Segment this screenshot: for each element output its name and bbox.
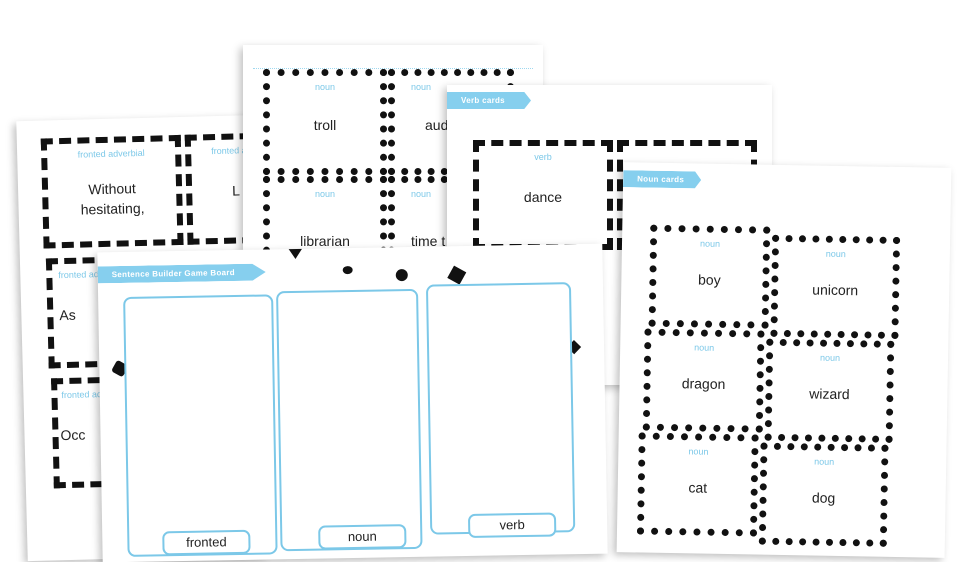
card-word: cat — [688, 479, 708, 496]
card-type: noun — [411, 189, 432, 199]
noun-card: noun unicorn — [770, 234, 901, 339]
card-word: dance — [523, 189, 563, 206]
noun-card: noun wizard — [764, 338, 895, 443]
card-type: fronted adverbial — [77, 147, 145, 160]
slot-label-verb: verb — [467, 512, 557, 538]
card-type: noun — [819, 352, 841, 363]
card-type: noun — [688, 446, 709, 457]
card-type: noun — [411, 82, 432, 92]
slot-label-noun: noun — [318, 524, 407, 550]
noun-card: noun dog — [758, 442, 889, 547]
noun-cards-title: Noun cards — [623, 170, 701, 188]
card-type: noun — [699, 238, 721, 249]
noun-card: noun troll — [263, 69, 387, 175]
card-word: aud — [425, 116, 449, 133]
card-type: noun — [694, 342, 715, 353]
game-board-title: Sentence Builder Game Board — [98, 263, 266, 283]
card-type: verb — [534, 152, 552, 162]
noun-card: noun cat — [636, 432, 759, 537]
card-word: dragon — [681, 375, 726, 392]
noun-card: noun dragon — [642, 328, 765, 433]
card-type: noun — [314, 82, 336, 92]
game-board-sheet: Sentence Builder Game Board fronted noun… — [97, 243, 608, 562]
card-slot-verb[interactable] — [425, 282, 576, 535]
verb-card: verb dance — [473, 140, 613, 250]
noun-cards-sheet: Noun cards noun boy noun unicorn noun dr… — [616, 162, 952, 558]
verb-cards-title: Verb cards — [447, 92, 531, 109]
card-type: noun — [825, 248, 846, 260]
card-word: troll — [313, 116, 337, 133]
card-word: time t — [411, 233, 446, 249]
fronted-card: fronted adverbial Without hesitating, — [40, 134, 184, 249]
card-type: noun — [814, 456, 835, 467]
card-type: noun — [314, 189, 336, 199]
noun-card: noun boy — [648, 224, 771, 329]
slot-label-fronted: fronted — [162, 529, 251, 556]
card-slot-fronted[interactable] — [123, 294, 278, 557]
card-word: unicorn — [812, 281, 859, 299]
card-word: librarian — [300, 233, 350, 249]
card-word: Without hesitating, — [80, 180, 145, 218]
card-word: boy — [697, 271, 721, 288]
card-word: wizard — [809, 385, 850, 403]
card-slot-noun[interactable] — [276, 288, 423, 552]
card-word: dog — [811, 489, 836, 506]
